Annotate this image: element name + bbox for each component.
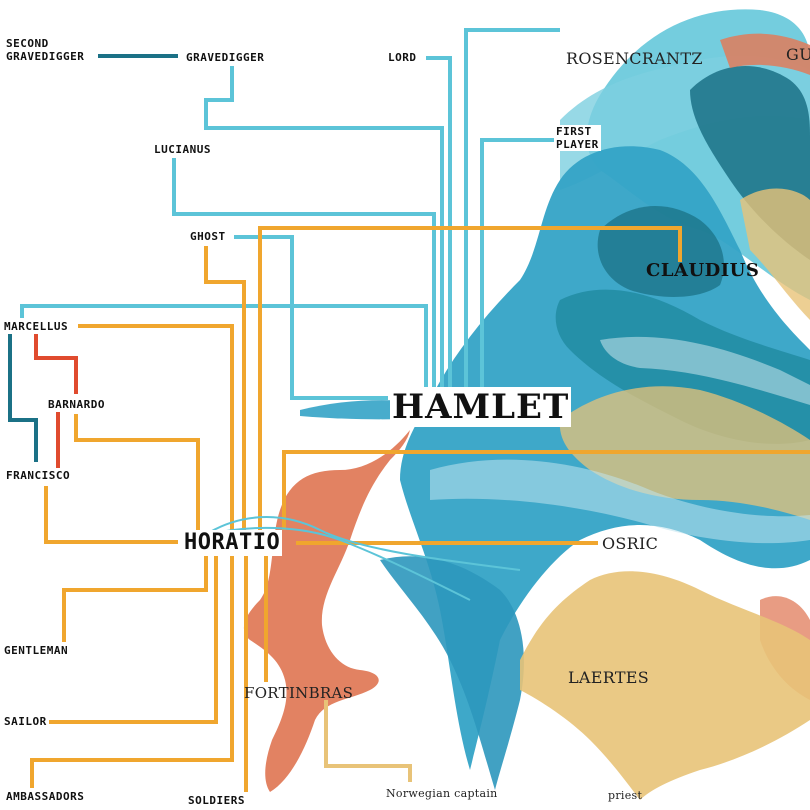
label-norwegian-captain: Norwegian captain xyxy=(386,787,498,800)
stroke-blue-lower xyxy=(380,556,524,790)
label-lord: LORD xyxy=(386,51,419,64)
label-hamlet: HAMLET xyxy=(390,387,572,427)
label-laertes: LAERTES xyxy=(568,668,650,687)
link-fortinbras-norwegian-captain xyxy=(324,700,412,782)
label-fortinbras: FORTINBRAS xyxy=(244,684,354,702)
curved-links xyxy=(209,516,521,601)
label-rosencrantz: ROSENCRANTZ xyxy=(566,49,703,68)
link-ghost-horatio xyxy=(204,246,246,530)
link-first-player-hamlet xyxy=(480,138,556,390)
label-gentleman: GENTLEMAN xyxy=(2,644,71,657)
link-gravedigger-hamlet xyxy=(204,66,444,390)
stroke-sand-laertes xyxy=(520,571,810,800)
label-osric: OSRIC xyxy=(602,534,659,553)
link-barnardo-horatio xyxy=(74,414,200,530)
curve-horatio-hamlet xyxy=(209,516,521,571)
link-horatio-sailor xyxy=(46,556,218,724)
label-guildenstern: GU xyxy=(786,45,810,64)
connection-lines xyxy=(8,28,810,792)
link-horatio-ambassadors xyxy=(30,556,234,788)
stroke-pale-ribbon-2 xyxy=(600,336,810,405)
link-marcellus-hamlet xyxy=(20,304,428,390)
label-ghost: GHOST xyxy=(188,230,228,243)
link-francisco-horatio xyxy=(44,486,178,544)
stroke-sand-right xyxy=(740,188,810,320)
link-ghost-hamlet xyxy=(234,235,388,400)
label-ambassadors: AMBASSADORS xyxy=(4,790,87,803)
link-marcellus-barnardo xyxy=(34,334,78,394)
label-priest: priest xyxy=(608,789,643,802)
label-gravedigger: GRAVEDIGGER xyxy=(184,51,267,64)
label-barnardo: BARNARDO xyxy=(46,398,107,411)
label-horatio: HORATIO xyxy=(182,530,283,556)
link-hamlet-claudius xyxy=(258,226,682,530)
label-first-player: FIRST PLAYER xyxy=(554,125,601,151)
label-soldiers: SOLDIERS xyxy=(186,794,247,807)
stroke-salmon-top-right xyxy=(720,33,810,75)
label-claudius: CLAUDIUS xyxy=(646,260,760,281)
link-lucianus-hamlet xyxy=(172,158,436,390)
link-horatio-gentleman xyxy=(62,556,208,642)
label-francisco: FRANCISCO xyxy=(4,469,73,482)
link-rosencrantz-hamlet xyxy=(464,28,560,390)
label-second-gravedigger: SECOND GRAVEDIGGER xyxy=(4,37,87,63)
label-marcellus: MARCELLUS xyxy=(2,320,71,333)
link-marcellus-horatio xyxy=(78,324,234,530)
stroke-pale-ribbon xyxy=(430,459,810,544)
label-sailor: SAILOR xyxy=(2,715,49,728)
label-lucianus: LUCIANUS xyxy=(152,143,213,156)
link-marcellus-francisco xyxy=(8,334,38,462)
link-horatio-hamlet-right xyxy=(282,450,810,530)
link-lord-hamlet xyxy=(426,56,452,390)
brush-strokes xyxy=(243,9,810,800)
curve-horatio-hamlet-2 xyxy=(209,526,471,601)
